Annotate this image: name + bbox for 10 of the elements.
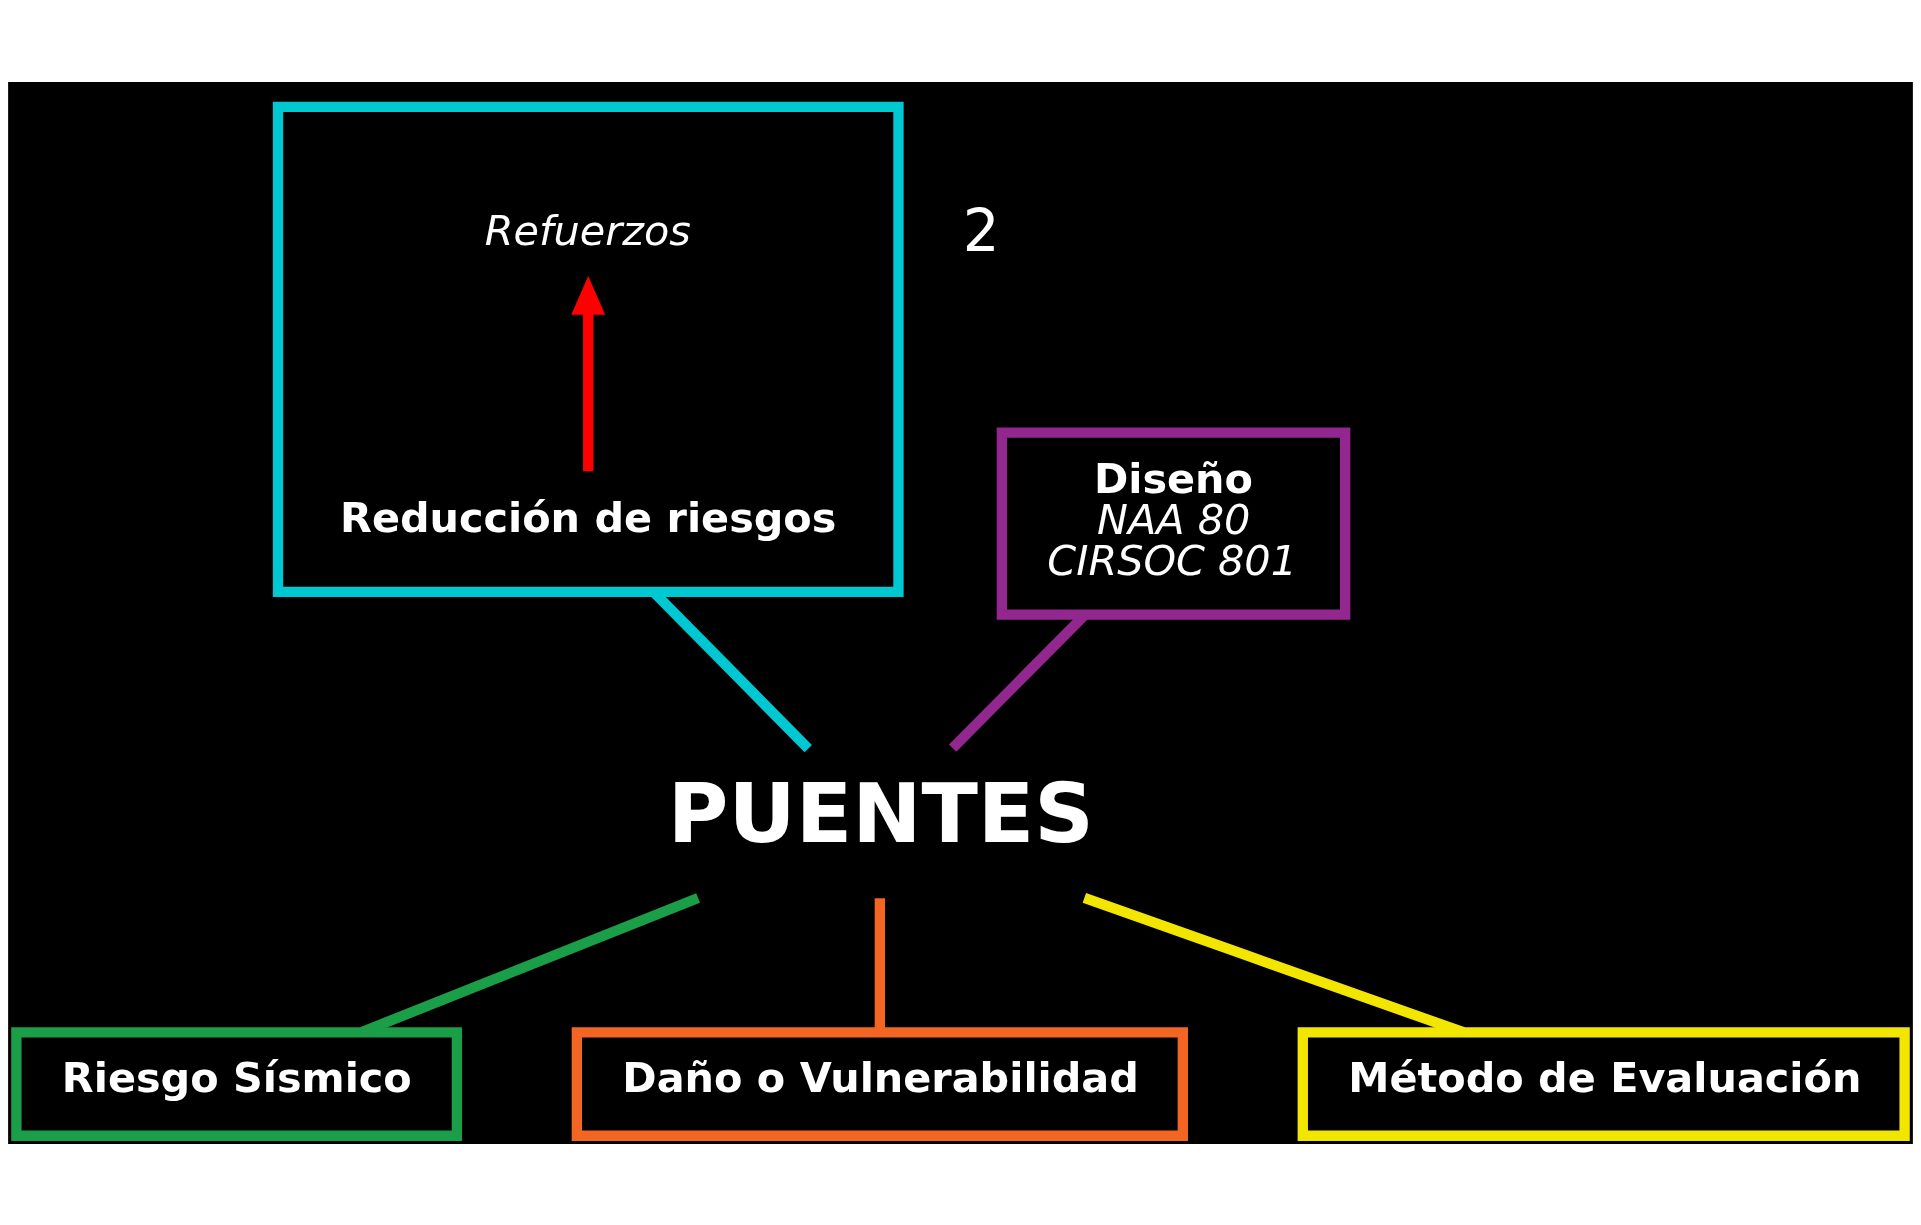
node-box: Diseño NAA 80 CIRSOC 801 <box>996 426 1351 620</box>
label: 2 <box>962 196 1000 265</box>
node-box: Método de Evaluación <box>1297 1026 1910 1141</box>
cluster <box>272 101 904 597</box>
arrow <box>571 275 606 471</box>
node-box: Riesgo Sísmico <box>11 1026 463 1141</box>
node-text: Reducción de riesgos <box>340 493 837 542</box>
node-text: PUENTES <box>667 764 1094 862</box>
node-text: Refuerzos <box>484 206 691 255</box>
node-box: Daño o Vulnerabilidad <box>571 1026 1188 1141</box>
